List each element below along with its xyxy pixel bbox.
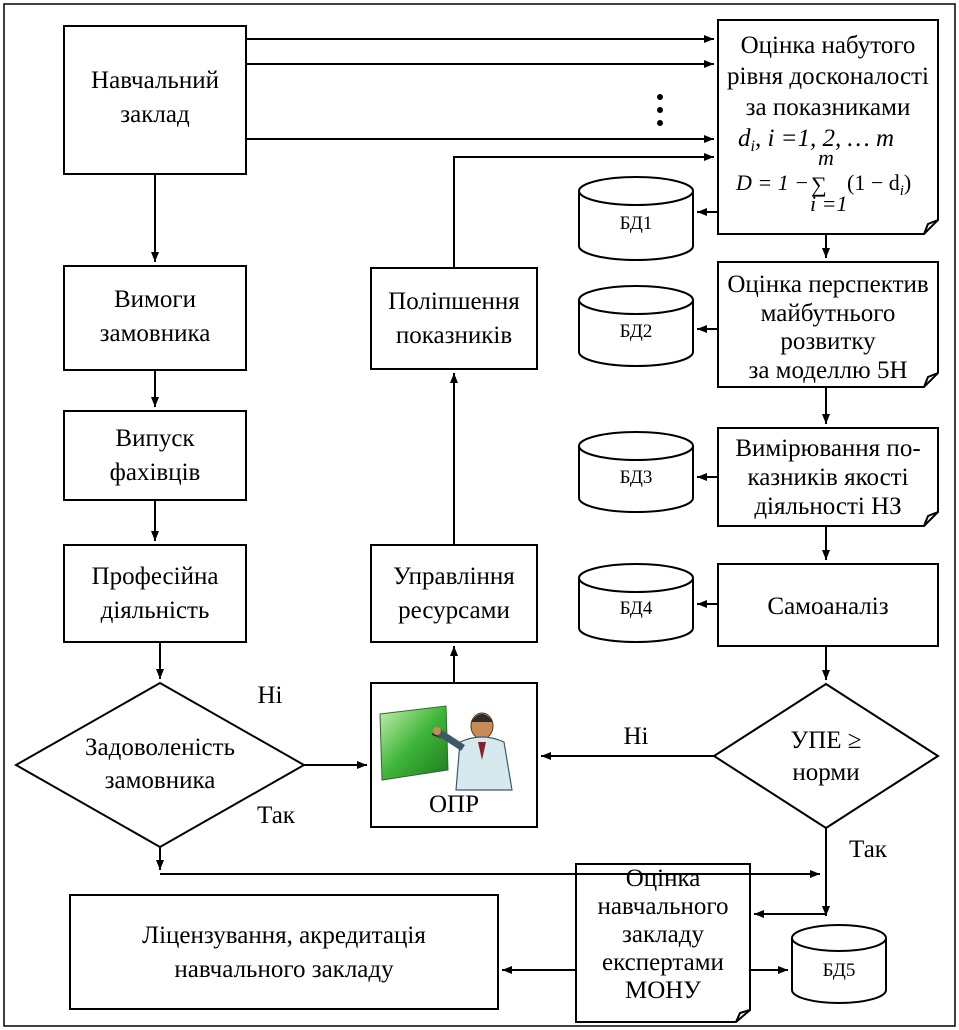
bd2-label: БД2 [620,321,653,342]
prospects-label-4: за моделлю 5H [748,357,907,384]
resource-management-block[interactable]: Управління ресурсами [370,544,538,643]
graduates-label-2: фахівців [110,459,201,486]
yes-label-left: Так [257,802,296,829]
prospects-label-3: розвитку [780,328,876,355]
expert-assessment-label-2: навчального [597,893,728,920]
expert-assessment-label-1: Оцінка [626,865,701,892]
outer-frame [3,3,956,1027]
licensing-block[interactable]: Ліцензування, акредитація навчального за… [69,894,499,1010]
excellence-assessment-block[interactable]: Оцінка набутого рівня досконалості за по… [717,19,939,235]
customer-requirements-block[interactable]: Вимоги замовника [63,265,247,371]
excellence-formula-term: (1 − di) [847,170,911,199]
svg-text:D = 1 −: D = 1 − [735,170,809,195]
teacher-illustration [379,705,513,791]
bd4-label: БД4 [620,598,653,619]
no-label-right: Ні [624,723,649,750]
database-bd2[interactable]: БД2 [578,285,694,367]
professional-activity-label-2: діяльність [101,597,210,624]
svg-text:i =1: i =1 [810,191,847,216]
prospects-block[interactable]: Оцінка перспектив майбутнього розвитку з… [717,261,939,388]
database-bd3[interactable]: БД3 [578,431,694,513]
graduates-label-1: Випуск [115,425,195,452]
improvement-label-1: Поліпшення [388,288,520,315]
licensing-label-1: Ліцензування, акредитація [142,922,426,949]
excellence-label-2: рівня досконалості [727,63,929,90]
self-analysis-block[interactable]: Самоаналіз [717,563,939,647]
customer-requirements-label-1: Вимоги [114,286,196,313]
connectors [151,35,830,974]
resource-management-label-1: Управління [393,563,515,590]
prospects-label-2: майбутнього [761,300,896,327]
database-bd1[interactable]: БД1 [578,176,694,261]
excellence-formula: D = 1 − ∑ m i =1 (1 − di) [735,145,911,216]
upe-check-label-2: норми [792,759,859,786]
self-analysis-label: Самоаналіз [767,593,888,620]
bd5-label: БД5 [823,960,856,981]
customer-satisfaction-diamond[interactable]: Задоволеність замовника [13,681,307,849]
quality-measure-label-2: казників якості [747,464,908,491]
improvement-label-2: показників [396,322,512,349]
licensing-label-2: навчального закладу [174,956,394,983]
upe-check-label-1: УПЕ ≥ [791,727,862,754]
quality-measure-label-1: Вимірювання по- [735,435,920,462]
professional-activity-label-1: Професійна [92,563,219,590]
decision-maker-block[interactable]: ОПР [370,682,538,828]
institution-block[interactable]: Навчальний заклад [63,25,247,175]
bd1-label: БД1 [620,213,653,234]
expert-assessment-label-4: експертами [602,949,724,976]
upe-check-diamond[interactable]: УПЕ ≥ норми [712,682,940,830]
excellence-label-1: Оцінка набутого [741,32,916,59]
graduates-block[interactable]: Випуск фахівців [63,410,247,501]
yes-label-right: Так [849,836,888,863]
customer-satisfaction-label-2: замовника [105,767,216,794]
expert-assessment-label-5: МОНУ [625,977,701,1004]
expert-assessment-block[interactable]: Оцінка навчального закладу експертами МО… [575,863,751,1023]
excellence-indices: di, i =1, 2, … m [738,125,894,155]
professional-activity-block[interactable]: Професійна діяльність [63,544,247,643]
resource-management-label-2: ресурсами [398,597,510,624]
no-label-left: Ні [258,682,283,709]
institution-label-1: Навчальний [91,67,219,94]
institution-label-2: заклад [120,101,190,128]
svg-text:∑: ∑ [811,172,827,197]
database-bd4[interactable]: БД4 [578,563,694,643]
excellence-label-3: за показниками [746,94,911,121]
prospects-label-1: Оцінка перспектив [727,271,928,298]
quality-measure-label-3: діяльності НЗ [754,493,901,520]
decision-maker-label: ОПР [429,791,479,818]
customer-satisfaction-label-1: Задоволеність [85,734,235,761]
improvement-block[interactable]: Поліпшення показників [370,267,538,370]
quality-measure-block[interactable]: Вимірювання по- казників якості діяльнос… [717,427,939,527]
database-bd5[interactable]: БД5 [791,924,887,1004]
svg-text:m: m [818,145,834,170]
expert-assessment-label-3: закладу [622,921,704,948]
customer-requirements-label-2: замовника [100,320,211,347]
bd3-label: БД3 [620,467,653,488]
